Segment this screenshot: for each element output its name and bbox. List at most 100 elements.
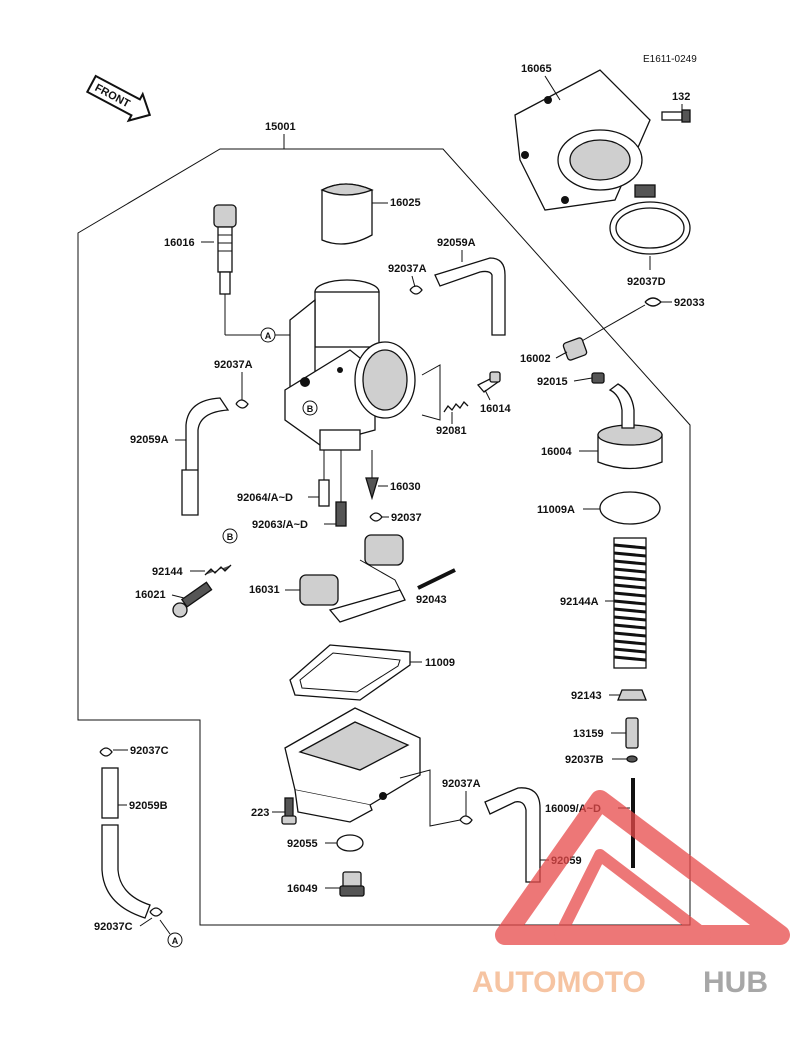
label-92015: 92015 xyxy=(537,376,568,388)
label-16002: 16002 xyxy=(520,353,551,365)
hose-92059A-left xyxy=(181,397,230,516)
label-16016: 16016 xyxy=(164,237,195,249)
fitting-16002 xyxy=(562,337,588,361)
label-16030: 16030 xyxy=(390,481,421,493)
watermark-logo: AUTOMOTO HUB xyxy=(472,790,790,999)
label-16065: 16065 xyxy=(521,63,552,75)
spring-92081 xyxy=(443,400,469,413)
label-92037-mid: 92037 xyxy=(391,512,422,524)
screw-16014 xyxy=(476,371,501,393)
label-13159: 13159 xyxy=(573,728,604,740)
oring-11009A xyxy=(599,491,661,525)
label-132: 132 xyxy=(672,91,690,103)
callout-b-top-label: B xyxy=(307,404,314,414)
label-92144A: 92144A xyxy=(560,596,599,608)
bracket-92081 xyxy=(421,364,441,421)
callout-b-low xyxy=(222,528,238,544)
label-16004: 16004 xyxy=(541,446,572,458)
leader-92033-link xyxy=(579,304,646,343)
spring-92144 xyxy=(204,564,232,576)
leader-16065 xyxy=(544,75,561,101)
clip-92037B xyxy=(626,755,638,763)
clip-92037-mid xyxy=(369,512,383,522)
leader-92015 xyxy=(573,377,593,382)
nut-92015 xyxy=(591,372,605,384)
clip-92037A-left xyxy=(235,399,249,409)
screw-223 xyxy=(281,797,297,825)
hose-92059A-top xyxy=(434,257,506,336)
label-16021: 16021 xyxy=(135,589,166,601)
callout-a-top xyxy=(260,327,276,343)
label-16014: 16014 xyxy=(480,403,511,415)
label-92037A-top: 92037A xyxy=(388,263,427,275)
leader-callout-a-low xyxy=(159,919,171,935)
jet-92063 xyxy=(335,501,347,527)
pin-92043 xyxy=(417,568,456,590)
watermark-text-2: HUB xyxy=(703,966,768,999)
fitting-13159 xyxy=(625,717,639,749)
assembly-outline xyxy=(77,148,691,926)
spring-92144A xyxy=(613,537,647,669)
adjuster-16016 xyxy=(213,204,237,295)
label-92037C-bot: 92037C xyxy=(94,921,133,933)
label-92063: 92063/A~D xyxy=(252,519,308,531)
label-92037A-low: 92037A xyxy=(442,778,481,790)
leader-92037C-bot xyxy=(139,917,153,927)
label-92037D: 92037D xyxy=(627,276,666,288)
clamp-92037D xyxy=(609,184,691,255)
float-16031 xyxy=(299,534,406,623)
front-arrow: FRONT xyxy=(85,74,152,123)
leader-16014 xyxy=(484,389,491,401)
jet-92064 xyxy=(318,479,330,507)
intake-manifold xyxy=(514,69,651,211)
leader-92037A-top xyxy=(411,275,416,288)
label-92043: 92043 xyxy=(416,594,447,606)
clip-92037A-low xyxy=(459,815,473,825)
carburetor-body xyxy=(284,279,416,451)
clip-92037A-top xyxy=(409,285,423,295)
label-92059A-left: 92059A xyxy=(130,434,169,446)
gasket-11009-inner xyxy=(299,652,401,693)
label-92143: 92143 xyxy=(571,690,602,702)
label-92081: 92081 xyxy=(436,425,467,437)
label-92064: 92064/A~D xyxy=(237,492,293,504)
label-92059B: 92059B xyxy=(129,800,168,812)
plug-16049 xyxy=(339,871,365,897)
clip-92037C-top xyxy=(99,747,113,757)
hose-92059 xyxy=(484,787,541,883)
bolt-132 xyxy=(661,109,691,123)
label-11009A: 11009A xyxy=(537,504,575,516)
label-92059A-top: 92059A xyxy=(437,237,476,249)
screw-16021 xyxy=(172,581,213,618)
washer-92143 xyxy=(617,689,647,701)
gasket-11009 xyxy=(289,644,411,701)
callout-b-low-label: B xyxy=(227,532,234,542)
hose-92059B-lower xyxy=(101,824,151,919)
label-223: 223 xyxy=(251,807,269,819)
label-16031: 16031 xyxy=(249,584,280,596)
label-92037B: 92037B xyxy=(565,754,604,766)
hose-92059B xyxy=(101,767,119,819)
label-92055: 92055 xyxy=(287,838,318,850)
oring-92055 xyxy=(336,834,364,852)
diagram-code: E1611-0249 xyxy=(643,54,697,65)
label-16049: 16049 xyxy=(287,883,318,895)
needle-16030 xyxy=(365,477,379,501)
leader-16021 xyxy=(171,594,185,599)
callout-a-low xyxy=(167,932,183,948)
clip-92033 xyxy=(644,297,662,307)
label-92144: 92144 xyxy=(152,566,183,578)
label-92037C-top: 92037C xyxy=(130,745,169,757)
label-92037A-left: 92037A xyxy=(214,359,253,371)
cap-16025 xyxy=(320,183,374,245)
leader-16002 xyxy=(555,351,568,359)
label-92033: 92033 xyxy=(674,297,705,309)
cap-16004 xyxy=(597,383,663,470)
bracket-92037A-low xyxy=(399,769,461,827)
callout-a-low-label: A xyxy=(172,936,179,946)
label-15001: 15001 xyxy=(265,121,296,133)
float-bowl xyxy=(284,707,421,823)
callout-b-top xyxy=(302,400,318,416)
